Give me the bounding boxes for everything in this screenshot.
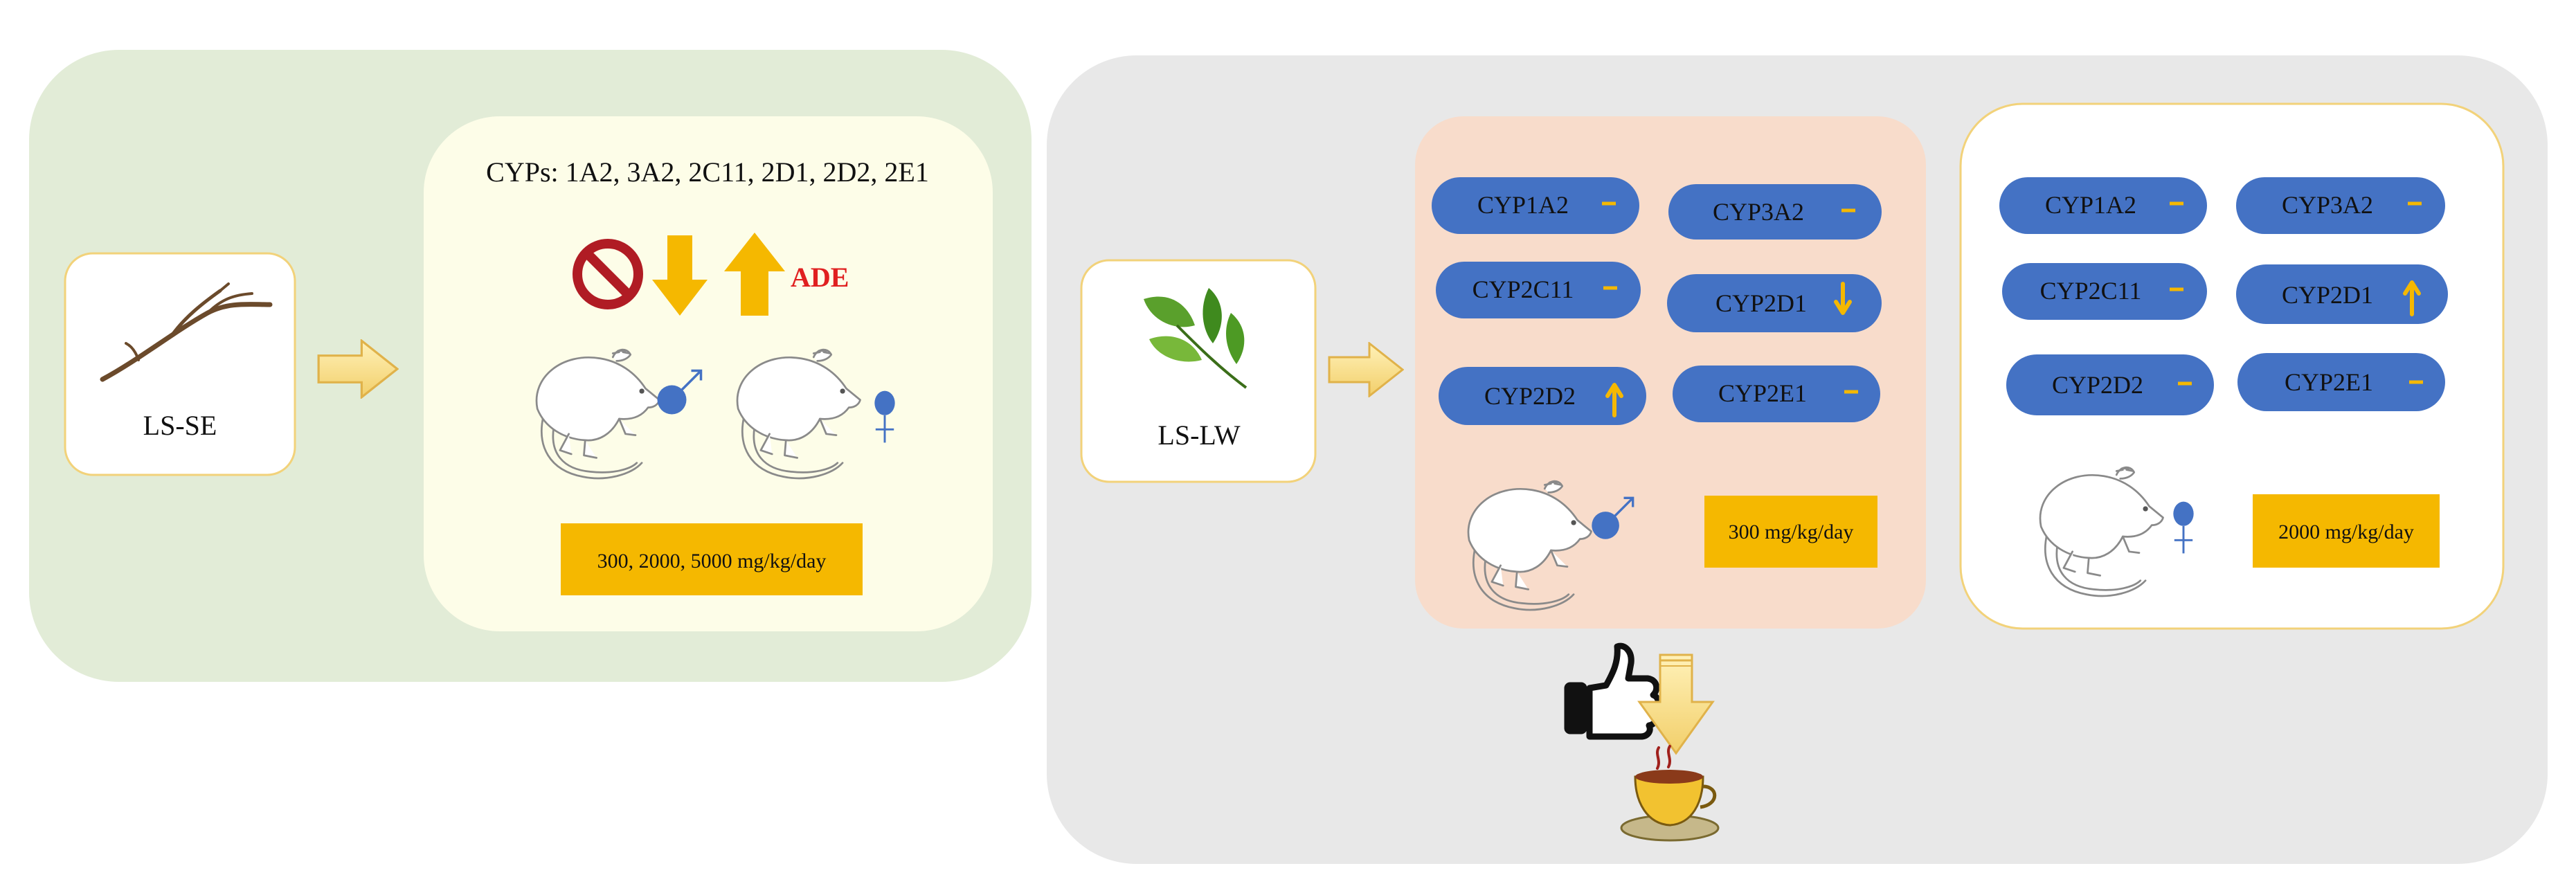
male-dose-label: 300 mg/kg/day [1729, 521, 1854, 543]
enzyme-name: CYP1A2 [1477, 191, 1569, 219]
outcome-down-arrow [1637, 653, 1715, 755]
enzyme-name: CYP2D1 [2282, 281, 2373, 309]
ade-label: ADE [791, 262, 849, 293]
female-enzyme-pill: CYP2C11 [2002, 263, 2207, 320]
up-arrow-icon [1605, 383, 1623, 417]
leaf-icon [1144, 288, 1248, 389]
enzyme-name: CYP2E1 [2285, 368, 2373, 396]
enzyme-name: CYP2C11 [1472, 276, 1574, 303]
cyps-label: CYPs: 1A2, 3A2, 2C11, 2D1, 2D2, 2E1 [486, 156, 929, 188]
female-dose-label: 2000 mg/kg/day [2278, 521, 2414, 543]
enzyme-name: CYP3A2 [1713, 198, 1804, 226]
enzyme-name: CYP2D2 [2052, 371, 2143, 399]
ls-se-label: LS-SE [143, 410, 217, 441]
ls-lw-label: LS-LW [1158, 420, 1240, 451]
up-arrow-shape [724, 233, 785, 316]
female-enzyme-pill: CYP1A2 [1999, 177, 2207, 234]
enzyme-name: CYP2D1 [1715, 289, 1807, 317]
ls-lw-box [1080, 259, 1317, 483]
ls-se-box [64, 252, 296, 476]
male-enzyme-pill: CYP2D1 [1667, 274, 1882, 332]
down-arrow-icon [1834, 282, 1852, 315]
male-dose-box [1704, 496, 1877, 568]
female-enzyme-pill: CYP2D1 [2236, 264, 2448, 324]
no-effect-icon [573, 239, 643, 309]
female-dose-box [2253, 494, 2440, 568]
tea-cup-icon [1620, 745, 1720, 842]
female-enzyme-pill: CYP2D2 [2006, 354, 2214, 415]
left-dose-box [561, 523, 863, 595]
enzyme-name: CYP3A2 [2282, 191, 2373, 219]
enzyme-name: CYP2D2 [1484, 382, 1576, 410]
female-enzyme-pill: CYP2E1 [2237, 353, 2445, 411]
enzyme-name: CYP1A2 [2045, 191, 2136, 219]
male-enzyme-pill: CYP2E1 [1673, 366, 1880, 422]
left-dose-label: 300, 2000, 5000 mg/kg/day [597, 550, 827, 572]
twig-icon [100, 282, 273, 382]
up-arrow-icon [2403, 280, 2421, 316]
enzyme-name: CYP2C11 [2040, 277, 2142, 305]
male-enzyme-pill: CYP2C11 [1436, 262, 1641, 318]
male-enzyme-pill: CYP1A2 [1432, 177, 1639, 234]
enzyme-name: CYP2E1 [1718, 379, 1807, 407]
male-enzyme-pill: CYP2D2 [1439, 367, 1646, 425]
down-arrow-icon [652, 235, 708, 316]
thumbs-up-icon [1564, 642, 1661, 740]
male-enzyme-pill: CYP3A2 [1668, 184, 1882, 240]
left-inner-panel [424, 116, 993, 631]
female-enzyme-pill: CYP3A2 [2236, 177, 2445, 234]
